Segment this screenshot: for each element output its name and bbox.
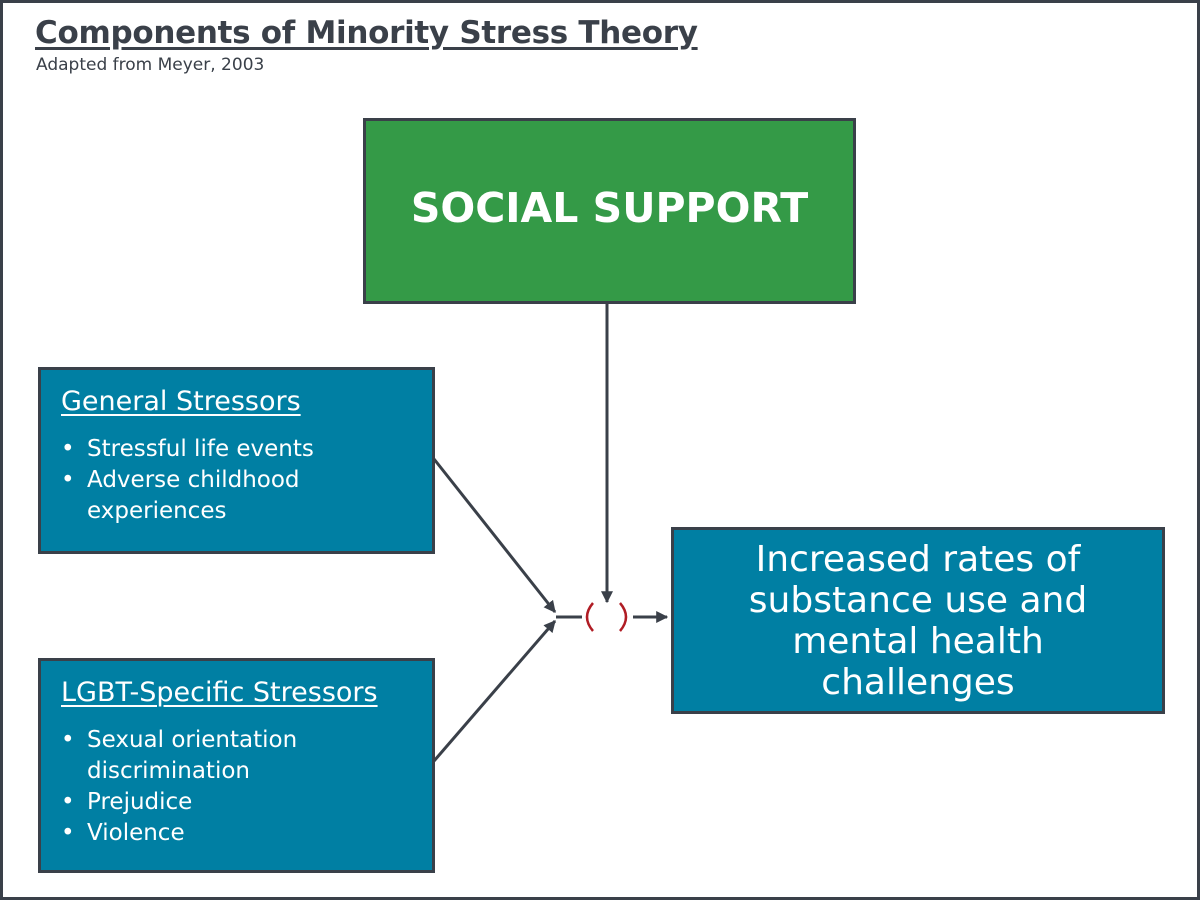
bullet-icon: • [61,467,75,493]
general-stressors-arrow [432,458,557,613]
bullet-icon: • [61,436,75,462]
social-support-box: SOCIAL SUPPORT [363,118,856,304]
moderator-left-paren-icon [585,602,594,632]
list-item: • Sexual orientation discrimination [61,725,432,787]
moderator-right-paren-icon [619,602,628,632]
list-item: • Prejudice [61,787,432,818]
bullet-icon: • [61,789,75,815]
outcome-label: Increased rates of substance use and men… [748,538,1088,703]
lgbt-stressors-box: LGBT-Specific Stressors • Sexual orienta… [38,658,435,873]
list-item: • Violence [61,818,432,849]
list-item-text: Adverse childhood experiences [87,467,300,524]
social-support-label: SOCIAL SUPPORT [410,184,809,232]
diagram-subtitle: Adapted from Meyer, 2003 [36,55,265,75]
list-item: • Adverse childhood experiences [61,465,432,527]
diagram-title: Components of Minority Stress Theory [35,15,698,51]
general-stressors-heading: General Stressors [61,386,301,417]
list-item: • Stressful life events [61,434,432,465]
list-item-text: Violence [87,820,185,846]
general-stressors-box: General Stressors • Stressful life event… [38,367,435,554]
lgbt-stressors-heading: LGBT-Specific Stressors [61,677,378,708]
list-item-text: Prejudice [87,789,193,815]
outcome-box: Increased rates of substance use and men… [671,527,1165,714]
general-stressors-list: • Stressful life events • Adverse childh… [61,434,432,527]
lgbt-stressors-arrow [432,620,557,762]
lgbt-stressors-list: • Sexual orientation discrimination • Pr… [61,725,432,849]
bullet-icon: • [61,727,75,753]
list-item-text: Stressful life events [87,436,314,462]
bullet-icon: • [61,820,75,846]
connector-lines [432,301,669,762]
list-item-text: Sexual orientation discrimination [87,727,298,784]
